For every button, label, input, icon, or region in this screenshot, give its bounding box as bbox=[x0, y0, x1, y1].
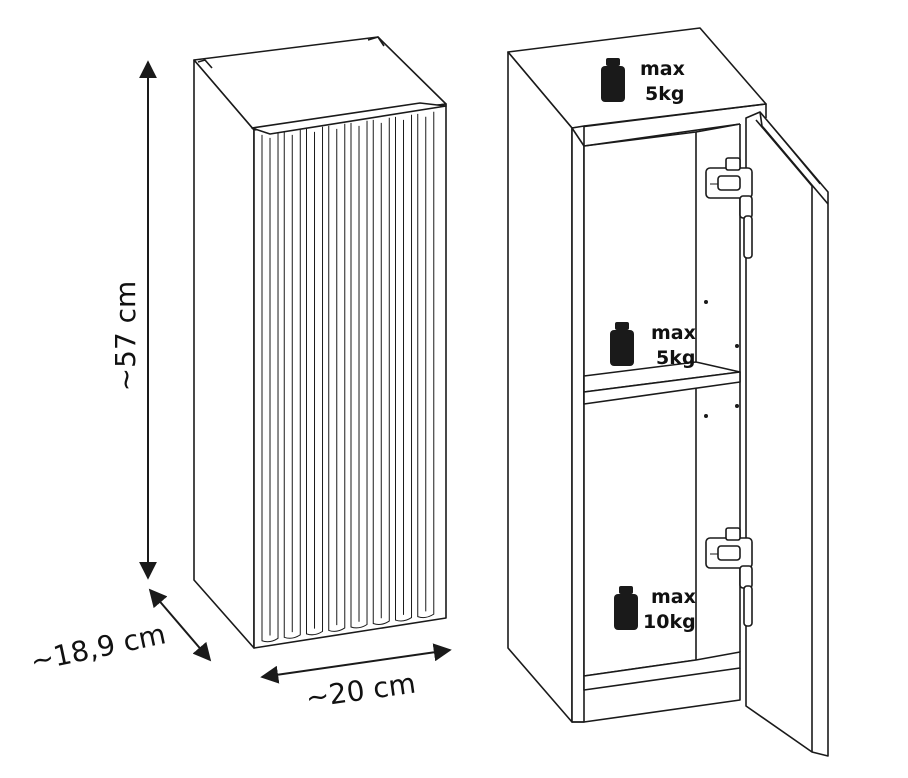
height-dimension: ~57 cm bbox=[109, 60, 157, 580]
open-door bbox=[745, 111, 829, 757]
door-groove bbox=[261, 132, 279, 643]
weight-bottom-max: max bbox=[651, 586, 696, 608]
closed-cabinet-side bbox=[193, 59, 255, 649]
weight-middle-value: 5kg bbox=[656, 347, 695, 369]
door-groove bbox=[395, 114, 413, 622]
weight-icon bbox=[610, 322, 634, 366]
door-groove bbox=[283, 129, 301, 639]
weight-limit-top: max 5kg bbox=[601, 58, 685, 105]
width-label: ~20 cm bbox=[304, 667, 418, 715]
closed-cabinet-front bbox=[253, 103, 447, 649]
weight-limit-middle: max 5kg bbox=[610, 322, 696, 369]
width-dimension: ~20 cm bbox=[260, 643, 452, 715]
bottom-shelf bbox=[583, 651, 741, 691]
door-groove bbox=[328, 123, 346, 632]
door-groove bbox=[306, 126, 324, 636]
closed-cabinet bbox=[193, 36, 447, 649]
depth-dimension: ~18,9 cm bbox=[27, 588, 212, 678]
weight-icon bbox=[601, 58, 625, 102]
door-groove bbox=[350, 120, 368, 629]
height-label: ~57 cm bbox=[109, 281, 142, 392]
door-grooves bbox=[261, 111, 435, 643]
depth-label: ~18,9 cm bbox=[27, 617, 168, 678]
open-cabinet-side bbox=[507, 51, 573, 723]
weight-icon bbox=[614, 586, 638, 630]
door-groove bbox=[372, 117, 390, 625]
upper-hinge bbox=[705, 157, 753, 259]
closed-cabinet-lip bbox=[251, 102, 447, 135]
open-cabinet bbox=[507, 27, 829, 757]
lower-hinge bbox=[705, 527, 753, 627]
weight-top-max: max bbox=[640, 58, 685, 80]
weight-limit-bottom: max 10kg bbox=[614, 586, 696, 633]
door-groove bbox=[417, 111, 435, 619]
weight-bottom-value: 10kg bbox=[643, 611, 696, 633]
weight-middle-max: max bbox=[651, 322, 696, 344]
weight-top-value: 5kg bbox=[645, 83, 684, 105]
